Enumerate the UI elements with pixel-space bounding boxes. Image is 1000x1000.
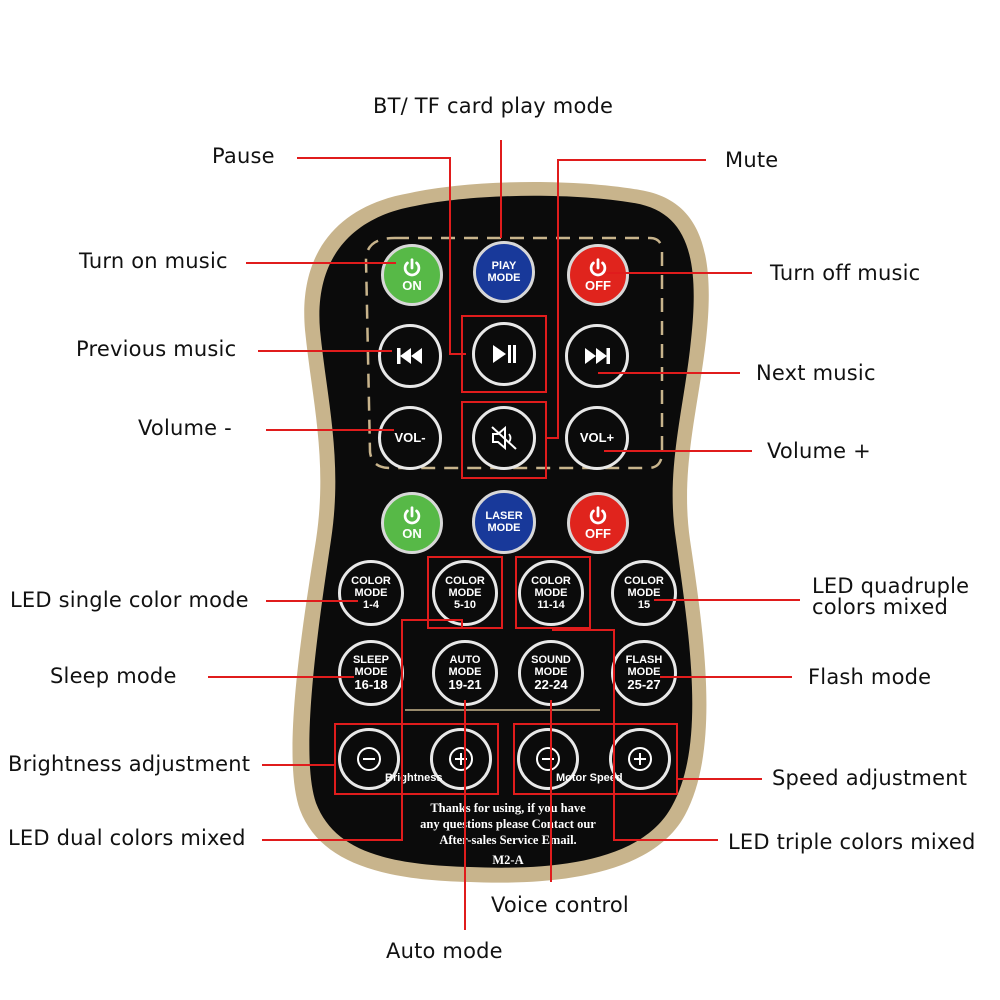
btn-line-3: 11-14 [537, 599, 565, 611]
color-mode-15-button[interactable]: COLOR MODE 15 [611, 560, 677, 626]
btn-line-1: FLASH [625, 654, 663, 666]
btn-line-1: COLOR [624, 575, 664, 587]
label-turn-on-music: Turn on music [79, 249, 228, 273]
label-voice-control: Voice control [491, 893, 629, 917]
label-led-triple: LED triple colors mixed [728, 830, 976, 854]
label-led-quadruple-2: colors mixed [812, 595, 949, 619]
laser-off-button[interactable]: OFF [567, 492, 629, 554]
footer-line-3: After-sales Service Email. [439, 833, 577, 847]
mute-speaker-icon [491, 425, 517, 451]
auto-mode-button[interactable]: AUTO MODE 19-21 [432, 640, 498, 706]
power-icon [589, 258, 607, 277]
label-sleep-mode: Sleep mode [50, 664, 177, 688]
label-brightness-adjustment: Brightness adjustment [8, 752, 251, 776]
model-number: M2-A [492, 853, 524, 867]
btn-line-1: SLEEP [352, 654, 390, 666]
btn-line-2: MODE [354, 587, 388, 599]
play-mode-button[interactable]: PlAY MODE [473, 241, 535, 303]
label-bt-mode: BT/ TF card play mode [373, 94, 614, 118]
play-pause-icon [493, 345, 516, 363]
btn-line-2: MODE [534, 587, 568, 599]
skip-next-icon [585, 348, 610, 364]
label-next-music: Next music [756, 361, 876, 385]
laser-on-button[interactable]: ON [381, 492, 443, 554]
volume-up-label: VOL+ [579, 430, 615, 445]
music-on-button[interactable]: ON [381, 244, 443, 306]
previous-music-button[interactable] [378, 324, 442, 388]
volume-up-button[interactable]: VOL+ [565, 406, 629, 470]
music-on-label: ON [402, 278, 422, 293]
mute-button[interactable] [472, 406, 536, 470]
color-mode-5-10-button[interactable]: COLOR MODE 5-10 [432, 560, 498, 626]
footer-line-1: Thanks for using, if you have [430, 801, 586, 815]
brightness-label: Brightness [385, 772, 443, 784]
play-mode-label-1: PlAY [491, 260, 517, 272]
btn-line-1: SOUND [531, 654, 571, 666]
sleep-mode-button[interactable]: SLEEP MODE 16-18 [338, 640, 404, 706]
flash-mode-button[interactable]: FLASH MODE 25-27 [611, 640, 677, 706]
label-mute: Mute [725, 148, 779, 172]
label-led-dual: LED dual colors mixed [8, 826, 246, 850]
sound-mode-button[interactable]: SOUND MODE 22-24 [518, 640, 584, 706]
music-off-button[interactable]: OFF [567, 244, 629, 306]
btn-line-2: MODE [448, 587, 482, 599]
play-mode-label-2: MODE [487, 272, 521, 284]
power-icon [403, 506, 421, 525]
skip-previous-icon [397, 348, 422, 364]
music-off-label: OFF [585, 278, 611, 293]
label-previous-music: Previous music [76, 337, 237, 361]
color-mode-1-4-button[interactable]: COLOR MODE 1-4 [338, 560, 404, 626]
label-turn-off-music: Turn off music [770, 261, 921, 285]
color-mode-11-14-button[interactable]: COLOR MODE 11-14 [518, 560, 584, 626]
minus-circle-icon [536, 747, 560, 771]
minus-circle-icon [357, 747, 381, 771]
power-icon [403, 258, 421, 277]
btn-line-1: COLOR [445, 575, 485, 587]
btn-line-3: 25-27 [627, 677, 661, 692]
laser-mode-button[interactable]: LASER MODE [472, 490, 536, 554]
btn-line-2: MODE [627, 587, 661, 599]
power-icon [589, 506, 607, 525]
btn-line-3: 19-21 [448, 677, 482, 692]
label-led-single: LED single color mode [10, 588, 249, 612]
btn-line-1: COLOR [351, 575, 391, 587]
btn-line-3: 1-4 [363, 599, 379, 611]
footer-line-2: any questions please Contact our [420, 817, 596, 831]
plus-circle-icon [449, 747, 473, 771]
laser-mode-label-2: MODE [487, 522, 521, 534]
plus-circle-icon [628, 747, 652, 771]
laser-off-label: OFF [585, 526, 611, 541]
btn-line-3: 15 [637, 599, 651, 611]
btn-line-3: 5-10 [453, 599, 477, 611]
volume-down-button[interactable]: VOL- [378, 406, 442, 470]
laser-mode-label-1: LASER [485, 510, 523, 522]
btn-line-3: 22-24 [534, 677, 568, 692]
label-flash-mode: Flash mode [808, 665, 932, 689]
btn-line-1: COLOR [531, 575, 571, 587]
btn-line-3: 16-18 [354, 677, 388, 692]
remote-footer-text: Thanks for using, if you have any questi… [388, 800, 628, 868]
play-pause-button[interactable] [472, 322, 536, 386]
label-speed-adjustment: Speed adjustment [772, 766, 968, 790]
volume-down-label: VOL- [394, 430, 426, 445]
btn-line-1: AUTO [449, 654, 481, 666]
laser-on-label: ON [402, 526, 422, 541]
label-led-quadruple-1: LED quadruple [812, 574, 970, 598]
label-pause: Pause [212, 144, 275, 168]
next-music-button[interactable] [565, 324, 629, 388]
motor-speed-label: Motor Speed [556, 772, 623, 784]
label-auto-mode: Auto mode [386, 939, 503, 963]
label-volume-minus: Volume - [138, 416, 232, 440]
label-volume-plus: Volume + [767, 439, 871, 463]
